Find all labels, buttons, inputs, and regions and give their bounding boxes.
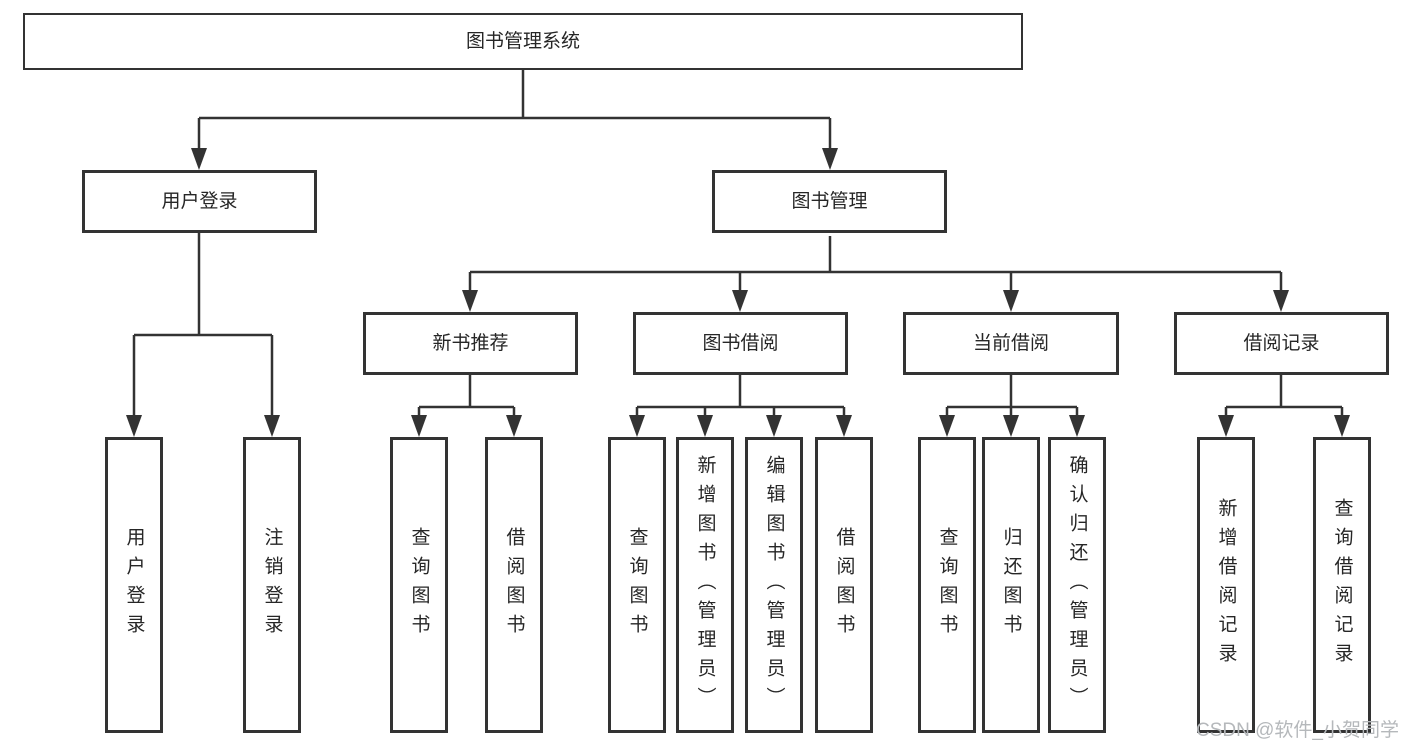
arrow-into-leaf-edit-book — [766, 415, 782, 437]
leaf-borrow-books-borrowing: 借阅图书 — [815, 437, 873, 733]
leaf-return-books: 归还图书 — [982, 437, 1040, 733]
arrow-into-leaf-logout — [264, 415, 280, 437]
connector-borrowing-records-children — [1224, 375, 1344, 417]
arrow-into-book-borrowing — [732, 290, 748, 312]
connector-book-borrowing-children — [635, 375, 846, 417]
leaf-borrow-books-recommend: 借阅图书 — [485, 437, 543, 733]
leaf-user-login: 用户登录 — [105, 437, 163, 733]
arrow-into-leaf-return-books — [1003, 415, 1019, 437]
csdn-watermark: CSDN @软件_小贺同学 — [1196, 720, 1399, 741]
connector-new-book-children — [417, 375, 516, 417]
node-borrowing-records: 借阅记录 — [1174, 312, 1389, 375]
leaf-edit-book-admin: 编辑图书（管理员） — [745, 437, 803, 733]
arrow-into-borrowing-records — [1273, 290, 1289, 312]
arrow-into-leaf-borrow-books-1 — [506, 415, 522, 437]
connector-current-borrowing-children — [945, 375, 1079, 417]
connector-root-to-level2 — [197, 70, 832, 150]
leaf-add-book-admin: 新增图书（管理员） — [676, 437, 734, 733]
leaf-query-books-current: 查询图书 — [918, 437, 976, 733]
arrow-into-leaf-borrow-books-2 — [836, 415, 852, 437]
node-new-book-recommendation: 新书推荐 — [363, 312, 578, 375]
node-book-borrowing: 图书借阅 — [633, 312, 848, 375]
node-current-borrowing: 当前借阅 — [903, 312, 1119, 375]
arrow-into-user-login — [191, 148, 207, 170]
arrow-into-leaf-add-book — [697, 415, 713, 437]
leaf-query-books-recommend: 查询图书 — [390, 437, 448, 733]
arrow-into-current-borrowing — [1003, 290, 1019, 312]
leaf-logout: 注销登录 — [243, 437, 301, 733]
arrow-into-leaf-query-borrow-record — [1334, 415, 1350, 437]
node-book-management: 图书管理 — [712, 170, 947, 233]
leaf-query-books-borrowing: 查询图书 — [608, 437, 666, 733]
connector-book-management-children — [468, 236, 1283, 292]
arrow-into-leaf-confirm-return — [1069, 415, 1085, 437]
arrow-into-leaf-query-books-3 — [939, 415, 955, 437]
connector-user-login-children — [132, 233, 274, 417]
node-library-system: 图书管理系统 — [23, 13, 1023, 70]
leaf-query-borrow-record: 查询借阅记录 — [1313, 437, 1371, 733]
leaf-add-borrow-record: 新增借阅记录 — [1197, 437, 1255, 733]
arrow-into-leaf-query-books-2 — [629, 415, 645, 437]
arrow-into-leaf-query-books-1 — [411, 415, 427, 437]
arrow-into-new-book-recommendation — [462, 290, 478, 312]
node-user-login: 用户登录 — [82, 170, 317, 233]
arrow-into-leaf-user-login — [126, 415, 142, 437]
leaf-confirm-return-admin: 确认归还（管理员） — [1048, 437, 1106, 733]
arrow-into-book-management — [822, 148, 838, 170]
arrow-into-leaf-add-borrow-record — [1218, 415, 1234, 437]
